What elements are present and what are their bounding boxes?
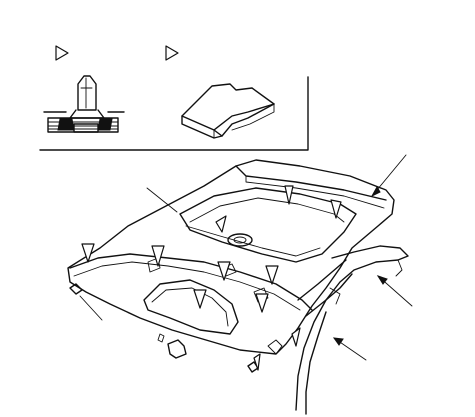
- headliner-panel: [67, 159, 409, 415]
- clip-marker-1: [284, 185, 294, 205]
- pad-callout-marker: [165, 45, 179, 61]
- leader-sunroof: [146, 187, 178, 213]
- pad-marker-4: [291, 327, 301, 347]
- leader-lines: [79, 154, 413, 361]
- headliner-outline: [67, 159, 395, 355]
- pad-marker-1: [215, 215, 227, 233]
- clip-marker-5: [217, 261, 231, 281]
- sunroof-opening: [179, 187, 357, 263]
- leader-clip: [79, 295, 103, 321]
- detail-inset: [39, 45, 309, 151]
- inset-border: [39, 76, 309, 151]
- rear-recess: [143, 279, 239, 335]
- clip-callout-marker: [55, 45, 69, 61]
- loose-clip-2: [69, 283, 83, 295]
- foam-pad-icon: [181, 83, 275, 139]
- trim-clip-icon: [43, 75, 125, 133]
- pad-marker-3: [255, 293, 269, 313]
- clip-markers: [81, 185, 342, 285]
- pad-marker-5: [253, 353, 261, 371]
- pad-markers: [193, 215, 301, 371]
- loose-clip-1: [167, 339, 187, 359]
- clip-marker-4: [151, 245, 165, 267]
- clip-marker-6: [265, 265, 279, 285]
- clip-marker-2: [330, 199, 342, 219]
- pad-marker-2: [193, 289, 207, 309]
- clip-marker-3: [81, 243, 95, 263]
- door-frame: [295, 245, 409, 411]
- dome-light-icon: [227, 233, 253, 247]
